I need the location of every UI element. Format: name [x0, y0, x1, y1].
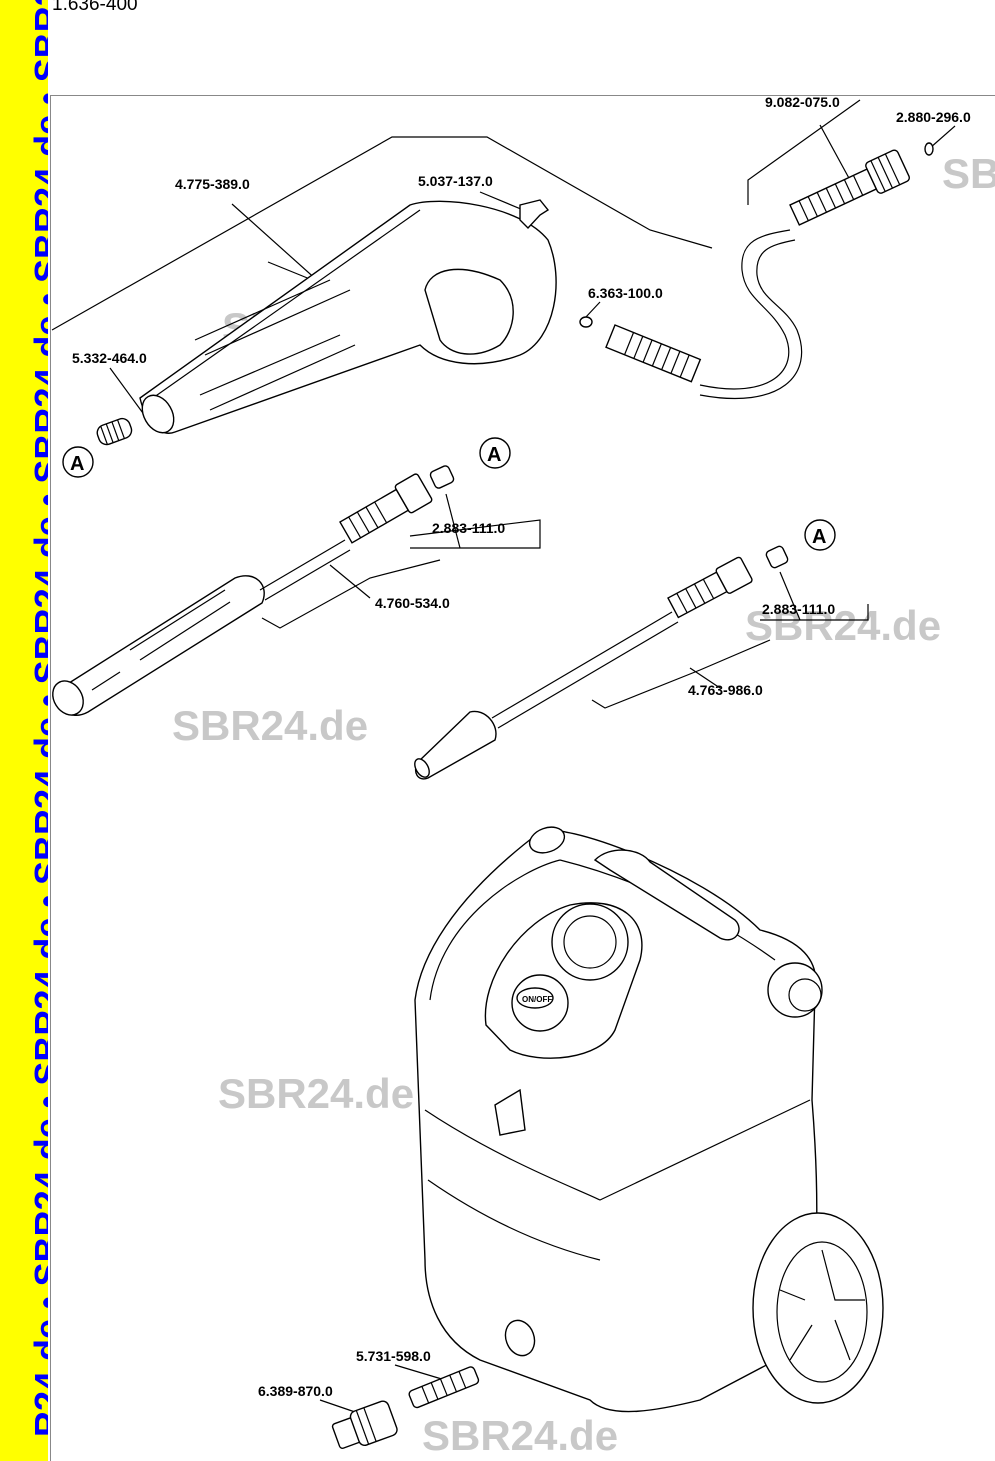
hose-coupling [331, 1400, 398, 1449]
callout-marker: A [812, 526, 826, 548]
part-label: 9.082-075.0 [765, 94, 840, 110]
part-label: 4.763-986.0 [688, 682, 763, 698]
inlet-filter [408, 1366, 480, 1409]
brand-logo-mark [494, 1088, 526, 1136]
high-pressure-hose [579, 142, 934, 400]
part-label: 6.363-100.0 [588, 285, 663, 301]
part-label: 5.037-137.0 [418, 173, 493, 189]
watermark: SBR24.de [172, 702, 368, 749]
part-label: 4.775-389.0 [175, 176, 250, 192]
o-ring-gun [579, 316, 593, 328]
o-ring-top [924, 142, 934, 156]
sidebar-watermark-strip: R24.de • SBR24.de • SBR24.de • SBR24.de … [0, 0, 48, 1461]
part-label: 6.389-870.0 [258, 1383, 333, 1399]
callout-markers: A A A [62, 437, 836, 551]
spray-lance-2 [414, 545, 789, 780]
callout-marker: A [487, 444, 501, 466]
frame-left-line [50, 95, 51, 1461]
watermark: SBR24.de [218, 1070, 414, 1117]
watermark: SBR24.de [422, 1412, 618, 1459]
control-knob-label: ON/OFF [522, 995, 552, 1004]
frame-top-line [50, 95, 995, 96]
watermarks: SBR24.de SBR24.de SBR24.de SBR24.de SBR2… [172, 150, 995, 1459]
trigger-gun [139, 199, 557, 434]
spring [96, 417, 133, 446]
watermark: SBR24.de [942, 150, 995, 197]
part-label: 5.731-598.0 [356, 1348, 431, 1364]
clip-part [519, 199, 550, 230]
part-labels: 9.082-075.0 2.880-296.0 4.775-389.0 5.03… [72, 94, 971, 1399]
part-label: 5.332-464.0 [72, 350, 147, 366]
part-label: 2.883-111.0 [432, 520, 505, 536]
document-id: 1.636-400 [52, 0, 138, 15]
callout-marker: A [70, 453, 84, 475]
pressure-washer-unit: ON/OFF [414, 826, 884, 1413]
part-label: 2.883-111.0 [762, 601, 835, 617]
watermark: SBR24.de [745, 602, 941, 649]
part-label: 2.880-296.0 [896, 109, 971, 125]
spray-lance-1 [52, 465, 455, 717]
part-label: 4.760-534.0 [375, 595, 450, 611]
